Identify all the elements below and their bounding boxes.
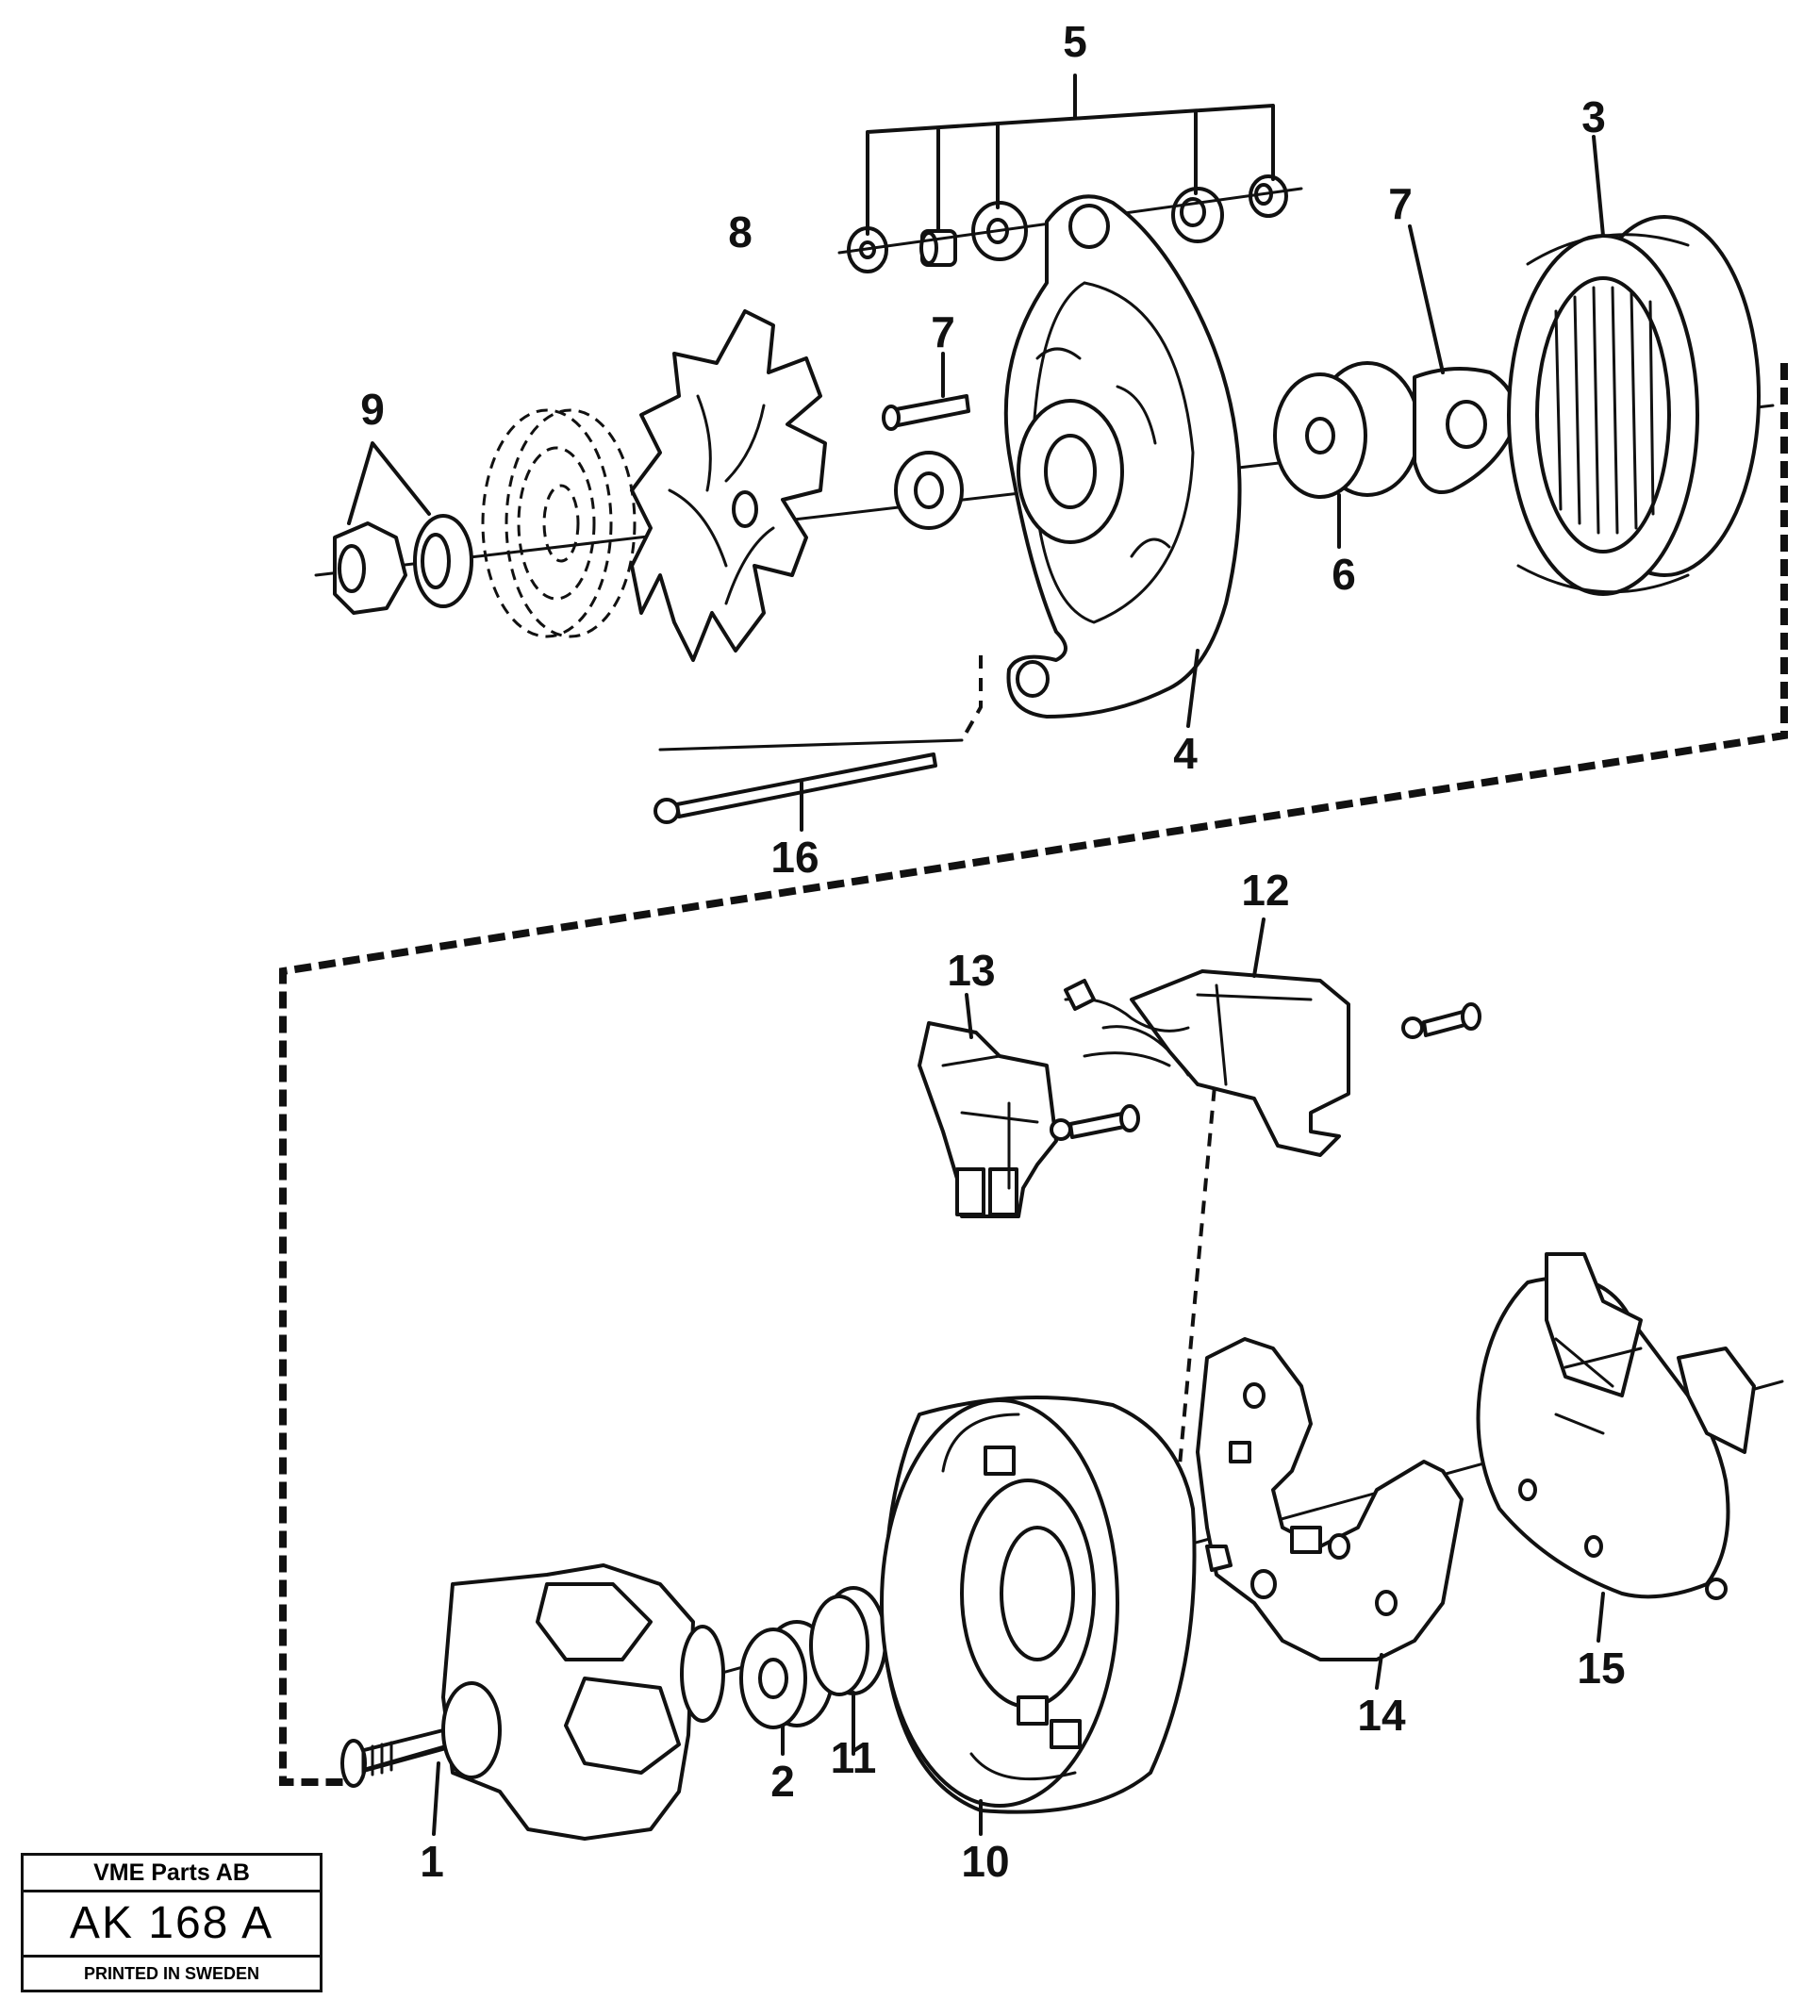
part-3-stator: [1507, 135, 1761, 596]
callout-2: 2: [770, 1757, 795, 1806]
connector-lines: [279, 363, 1788, 1786]
callout-7-upper: 7: [1388, 179, 1413, 228]
callout-4: 4: [1173, 729, 1198, 778]
callout-11: 11: [831, 1733, 877, 1782]
drawing-code: AK 168 A: [24, 1892, 320, 1958]
callout-1: 1: [420, 1837, 444, 1886]
part-12-regulator: [1064, 917, 1481, 1157]
part-11-ring: [809, 1586, 887, 1756]
part-5-hardware: [837, 174, 1303, 273]
part-14-rectifier: [1196, 1337, 1464, 1690]
callout-9: 9: [360, 385, 385, 434]
callout-7-lower: 7: [931, 307, 955, 356]
callout-14: 14: [1357, 1691, 1406, 1740]
part-7-bolt: [882, 352, 970, 530]
callout-16: 16: [770, 833, 819, 882]
part-9-nut-washer: [333, 514, 473, 615]
pulley-ghost: [481, 408, 637, 638]
print-note: PRINTED IN SWEDEN: [83, 1964, 259, 1983]
part-6-bearing: [1273, 361, 1421, 549]
part-7-plate: [1408, 224, 1517, 494]
part-13-plug: [918, 993, 1140, 1218]
callout-8: 8: [728, 207, 753, 256]
part-8-fan: [630, 309, 827, 662]
part-4-end-shield: [1003, 194, 1242, 728]
part-1-rotor: [340, 1563, 725, 1841]
part-15-cover: [1476, 1252, 1756, 1643]
callout-10: 10: [961, 1837, 1009, 1886]
part-16-through-bolt: [654, 752, 937, 832]
callout-15: 15: [1577, 1644, 1625, 1693]
callout-6: 6: [1332, 550, 1356, 599]
callout-labels: 5 3 7 8 7 9 6 4 16 12 13 15 14 2 11 10 1: [360, 17, 1625, 1886]
title-block: VME Parts AB AK 168 A PRINTED IN SWEDEN: [21, 1853, 323, 1992]
part-5-leader: [866, 74, 1275, 236]
callout-3: 3: [1581, 92, 1606, 141]
callout-12: 12: [1241, 866, 1289, 915]
part-10-end-shield: [880, 1396, 1197, 1836]
callout-5: 5: [1063, 17, 1087, 66]
callout-13: 13: [947, 946, 995, 995]
company-name: VME Parts AB: [24, 1856, 320, 1892]
